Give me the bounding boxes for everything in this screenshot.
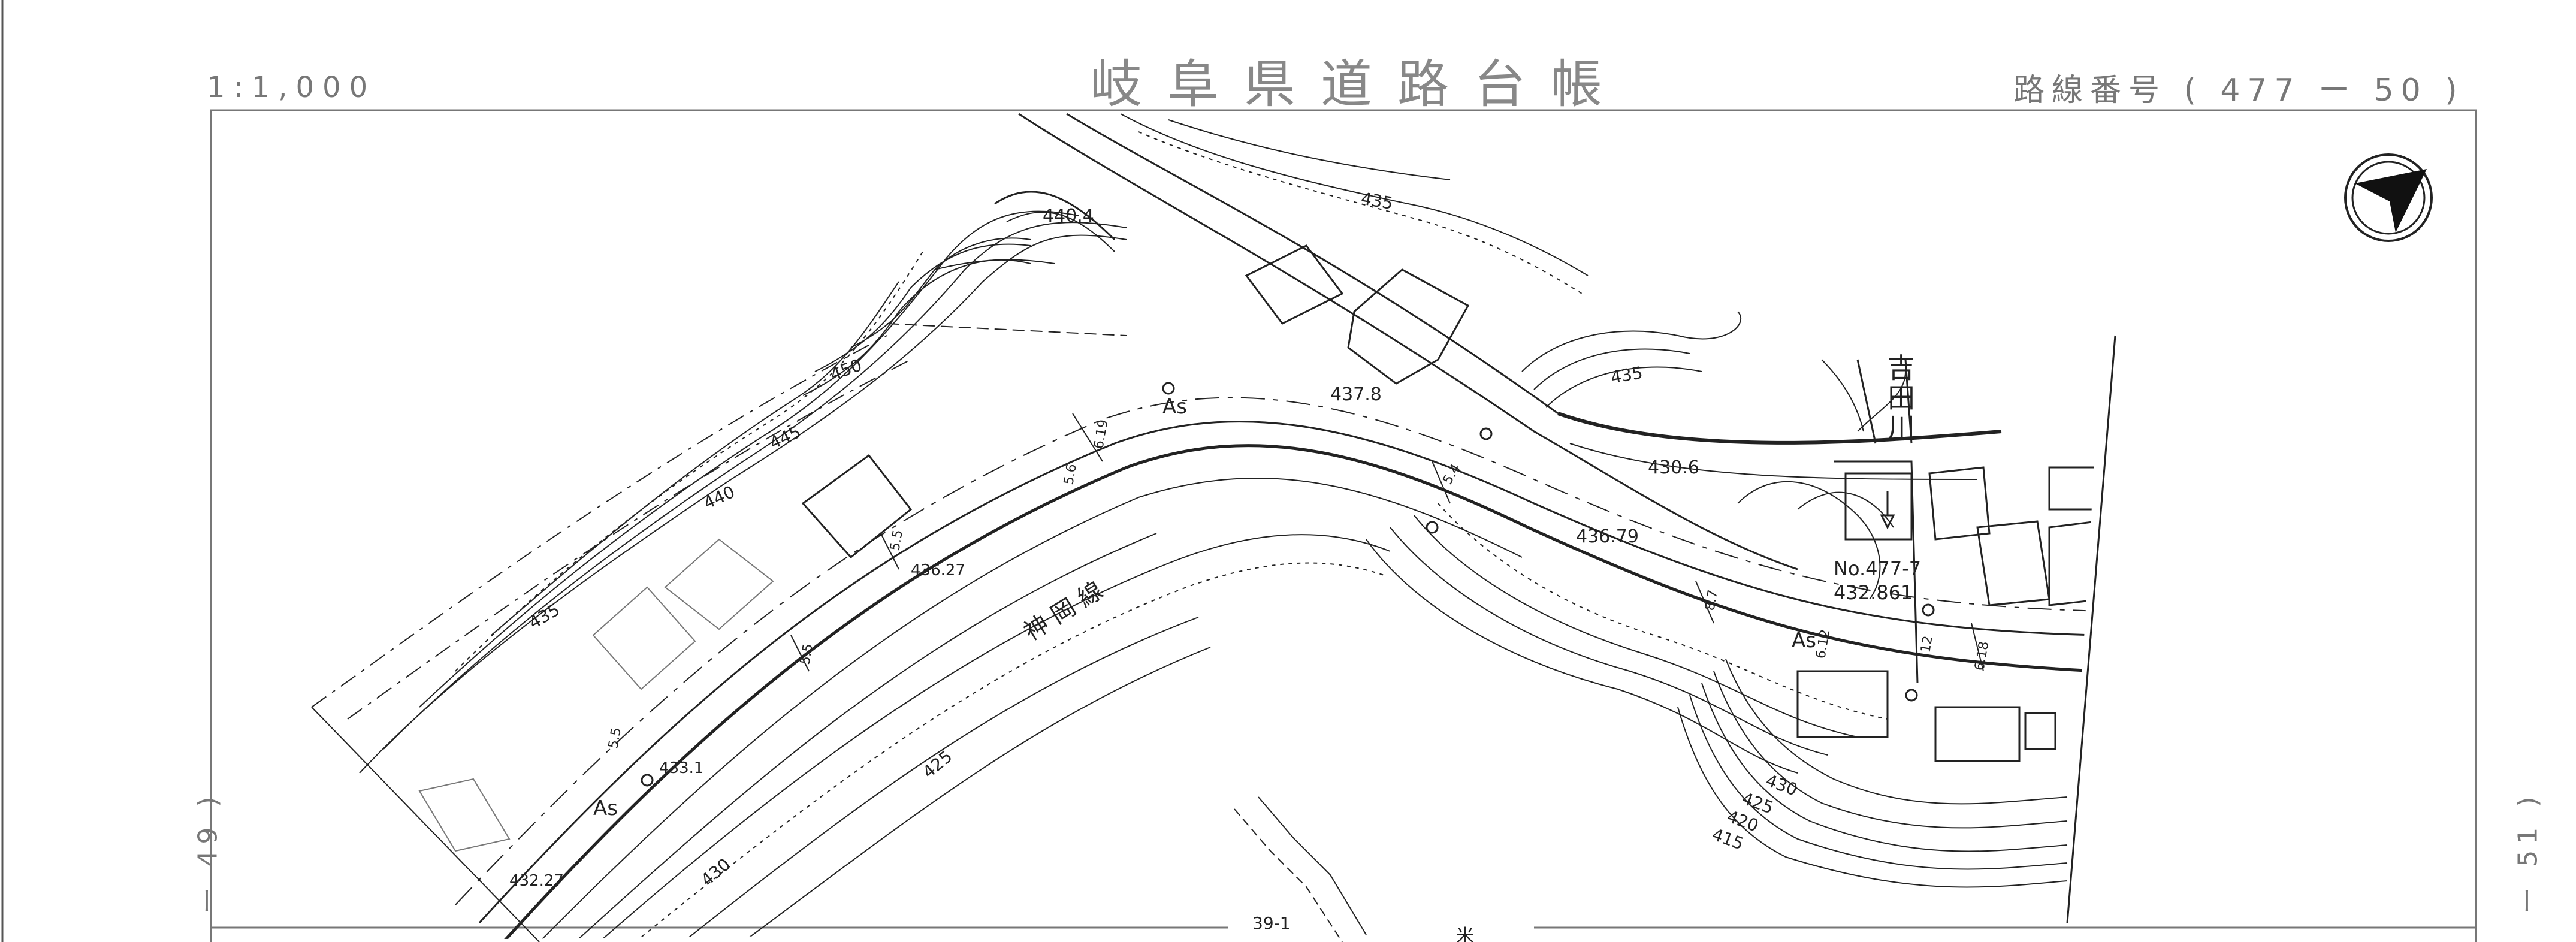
route-number: 路線番号 ( 477 ー 50 ) [2013, 73, 2465, 108]
elevation-label: 436.79 [1576, 526, 1639, 547]
lower-road [1234, 808, 1343, 942]
contour-lines-east [1521, 311, 1906, 600]
river-char-2: 田 [1888, 382, 1915, 414]
lower-road-edge [1258, 796, 1367, 935]
surface-label: As [593, 796, 618, 820]
contour-label: 450 [828, 355, 865, 384]
left-road-edge [311, 335, 887, 708]
building-outlines [418, 538, 774, 852]
contour-label: 430 [697, 855, 734, 890]
width-label: 5.5 [887, 529, 906, 552]
river-char-3: 川 [1888, 412, 1915, 444]
main-road [455, 397, 2104, 942]
elevation-label: 436.27 [911, 561, 965, 579]
width-label: 6.18 [1972, 640, 1992, 672]
map-scale: 1:1,000 [207, 71, 376, 104]
width-label: 12 [1918, 635, 1935, 654]
contour-label: 425 [919, 747, 956, 783]
width-label: 5.6 [1061, 463, 1080, 486]
parcel-label: 39-1 [1252, 913, 1291, 933]
river [1834, 359, 1919, 684]
contour-label: 445 [766, 422, 804, 453]
map-labels: 神 岡 線 吉 田 川 No.477-7 432.861 As As As 44… [509, 188, 1992, 942]
side-road [1018, 113, 2002, 570]
contour-label: 435 [1609, 363, 1644, 388]
contour-label: 435 [526, 600, 563, 633]
drawing-edge-left [311, 707, 540, 942]
contour-lines-north [359, 113, 1589, 774]
width-label: 5.5 [798, 642, 816, 666]
drawing-edge [2066, 335, 2116, 923]
width-label: 8.7 [1702, 588, 1721, 612]
station-label: No.477-7 [1834, 557, 1921, 580]
width-label: 5.5 [606, 726, 624, 750]
contour-lines-south [599, 503, 2068, 942]
elevation-label: 430.6 [1648, 457, 1699, 478]
partial-char: 米 [1456, 926, 1474, 942]
dimension-marks [790, 413, 1984, 672]
left-road-edge-2 [347, 359, 911, 720]
elevation-label: 432.27 [509, 872, 564, 890]
river-char-1: 吉 [1888, 352, 1915, 384]
elevation-label: 437.8 [1330, 384, 1382, 405]
elevation-label: 440.4 [1043, 206, 1094, 227]
map-frame [210, 109, 2477, 942]
contour-label: 435 [1360, 188, 1394, 213]
road-name-label: 神 岡 線 [1019, 576, 1108, 646]
surface-label: As [1792, 629, 1816, 653]
elevation-label: 433.1 [659, 759, 703, 777]
north-arrow-icon [2344, 153, 2433, 242]
dashed-link [886, 323, 1127, 336]
buildings [801, 244, 2104, 762]
station-elevation: 432.861 [1834, 581, 1913, 604]
sheet-title: 岐阜県道路台帳 [1091, 55, 1627, 114]
surface-label: As [1162, 395, 1187, 419]
survey-points [641, 382, 1935, 787]
contour-label: 430 [1763, 771, 1801, 800]
